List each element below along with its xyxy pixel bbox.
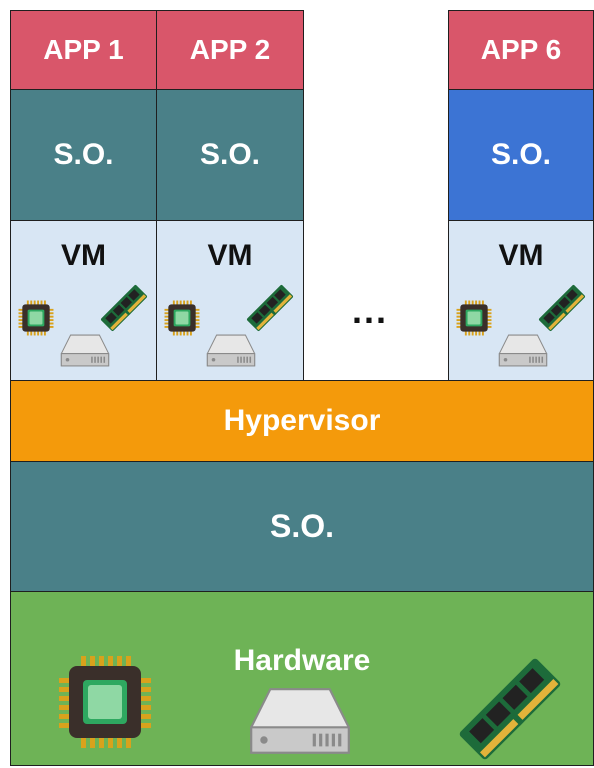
app-1-box: APP 1 <box>10 10 157 90</box>
hard-drive-icon <box>205 333 257 369</box>
vm-1-box: VM <box>10 220 157 381</box>
cpu-chip-icon <box>55 652 155 752</box>
guest-os-6-label: S.O. <box>490 138 551 171</box>
guest-os-1-box: S.O. <box>10 89 157 221</box>
guest-os-1-label: S.O. <box>53 138 114 171</box>
hardware-layer: Hardware <box>10 591 594 766</box>
hardware-label: Hardware <box>233 644 371 677</box>
host-os-label: S.O. <box>269 508 334 544</box>
ram-module-icon <box>243 281 297 335</box>
ellipsis: ... <box>351 290 388 331</box>
vm-1-label: VM <box>61 239 106 272</box>
ram-module-icon <box>535 281 589 335</box>
guest-os-2-box: S.O. <box>156 89 304 221</box>
app-2-label: APP 2 <box>189 34 271 65</box>
cpu-chip-icon <box>455 299 493 337</box>
app-2-box: APP 2 <box>156 10 304 90</box>
hard-drive-icon <box>247 684 353 760</box>
app-1-label: APP 1 <box>43 34 124 65</box>
hypervisor-label: Hypervisor <box>223 404 381 437</box>
hard-drive-icon <box>59 333 111 369</box>
guest-os-2-label: S.O. <box>199 138 260 171</box>
app-6-label: APP 6 <box>480 34 562 65</box>
cpu-chip-icon <box>163 299 201 337</box>
vm-6-box: VM <box>448 220 594 381</box>
app-6-box: APP 6 <box>448 10 594 90</box>
hypervisor-layer: Hypervisor <box>10 380 594 462</box>
vm-2-box: VM <box>156 220 304 381</box>
guest-os-6-box: S.O. <box>448 89 594 221</box>
hard-drive-icon <box>497 333 549 369</box>
vm-6-label: VM <box>498 239 544 272</box>
vm-2-label: VM <box>207 239 253 272</box>
host-os-layer: S.O. <box>10 461 594 592</box>
ram-module-icon <box>451 650 569 768</box>
ram-module-icon <box>97 281 151 335</box>
cpu-chip-icon <box>17 299 55 337</box>
